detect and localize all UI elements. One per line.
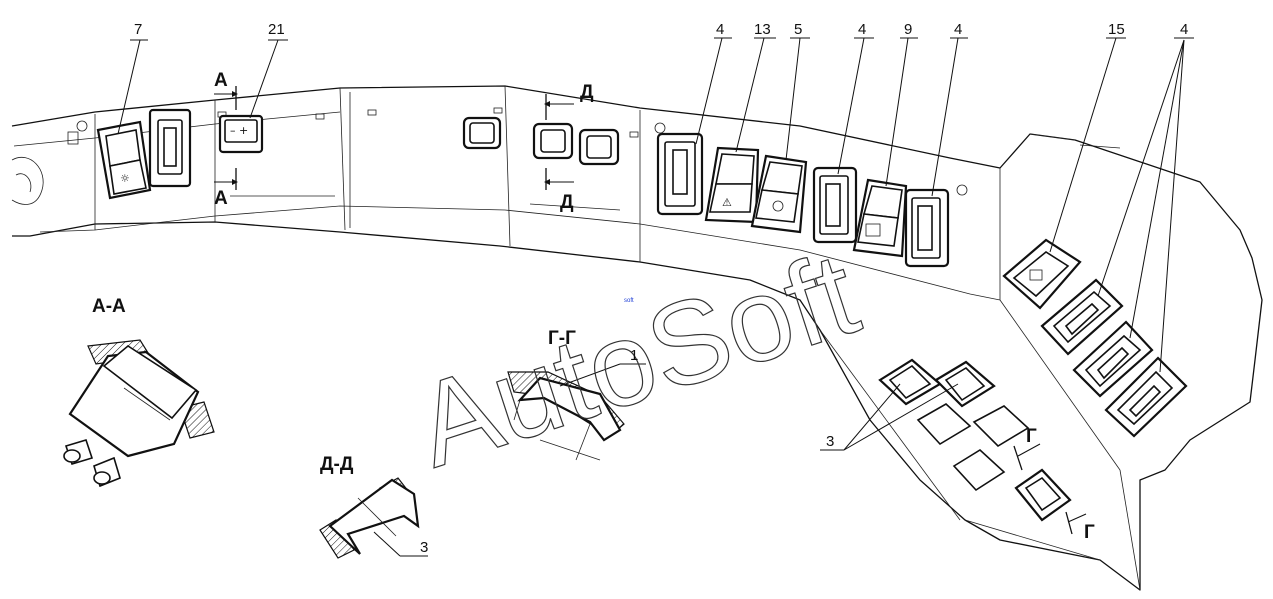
callout-13: 13 (754, 21, 771, 38)
section-mark-g-bottom: Г (1084, 522, 1095, 543)
switch-15[interactable] (1002, 238, 1082, 310)
callout-3-b: 3 (420, 539, 428, 556)
blank-plug-2 (532, 122, 574, 160)
blank-plug-1 (462, 116, 502, 150)
section-mark-a-top: А (214, 70, 228, 91)
panel-fasteners (67, 107, 968, 196)
callout-4-d: 4 (1180, 21, 1188, 38)
section-view-gg (507, 371, 625, 461)
lamp-icon: ☼ (120, 172, 130, 185)
section-mark-g-top: Г (1026, 426, 1037, 447)
switch-21-battery[interactable] (218, 114, 264, 154)
section-g-plug (1014, 468, 1072, 522)
leader-lines (117, 37, 1194, 557)
callout-9: 9 (904, 21, 912, 38)
callout-1: 1 (630, 347, 638, 364)
switch-13-hazard[interactable] (704, 146, 760, 224)
switch-7-frame[interactable] (148, 108, 192, 188)
section-title-aa: А-А (92, 296, 126, 317)
switch-4-e[interactable] (1072, 320, 1154, 398)
cut-arrow-a (214, 86, 238, 190)
section-mark-d-bottom: Д (560, 192, 574, 213)
callout-15: 15 (1108, 21, 1125, 38)
switch-7[interactable] (96, 120, 152, 200)
dashboard-panel (11, 85, 1263, 591)
switch-9[interactable] (852, 178, 908, 258)
section-mark-d-top: Д (580, 82, 594, 103)
watermark-small: soft (624, 298, 634, 304)
callout-5: 5 (794, 21, 802, 38)
section-view-aa (63, 339, 215, 488)
section-mark-a-bottom: А (214, 188, 228, 209)
cut-arrow-g (1013, 443, 1087, 535)
switch-5-fog[interactable] (750, 154, 808, 234)
battery-icon: – + (230, 124, 248, 137)
hazard-icon: ⚠ (722, 196, 732, 209)
switch-4-f[interactable] (1104, 356, 1188, 438)
cut-arrow-d (544, 94, 574, 190)
callout-4-c: 4 (954, 21, 962, 38)
switch-4-c[interactable] (904, 188, 950, 268)
plug-3-b (934, 360, 996, 408)
callout-21: 21 (268, 21, 285, 38)
switch-4-b[interactable] (812, 166, 858, 244)
blank-plates (916, 403, 1030, 492)
section-view-dd (319, 477, 420, 559)
section-title-dd: Д-Д (320, 454, 354, 475)
callout-7: 7 (134, 21, 142, 38)
callout-3-a: 3 (826, 433, 834, 450)
callout-4-a: 4 (716, 21, 724, 38)
callout-4-b: 4 (858, 21, 866, 38)
blank-plug-3 (578, 128, 620, 166)
switch-4-d[interactable] (1040, 278, 1124, 356)
switch-4-a[interactable] (656, 132, 704, 216)
section-title-gg: Г-Г (548, 328, 576, 349)
